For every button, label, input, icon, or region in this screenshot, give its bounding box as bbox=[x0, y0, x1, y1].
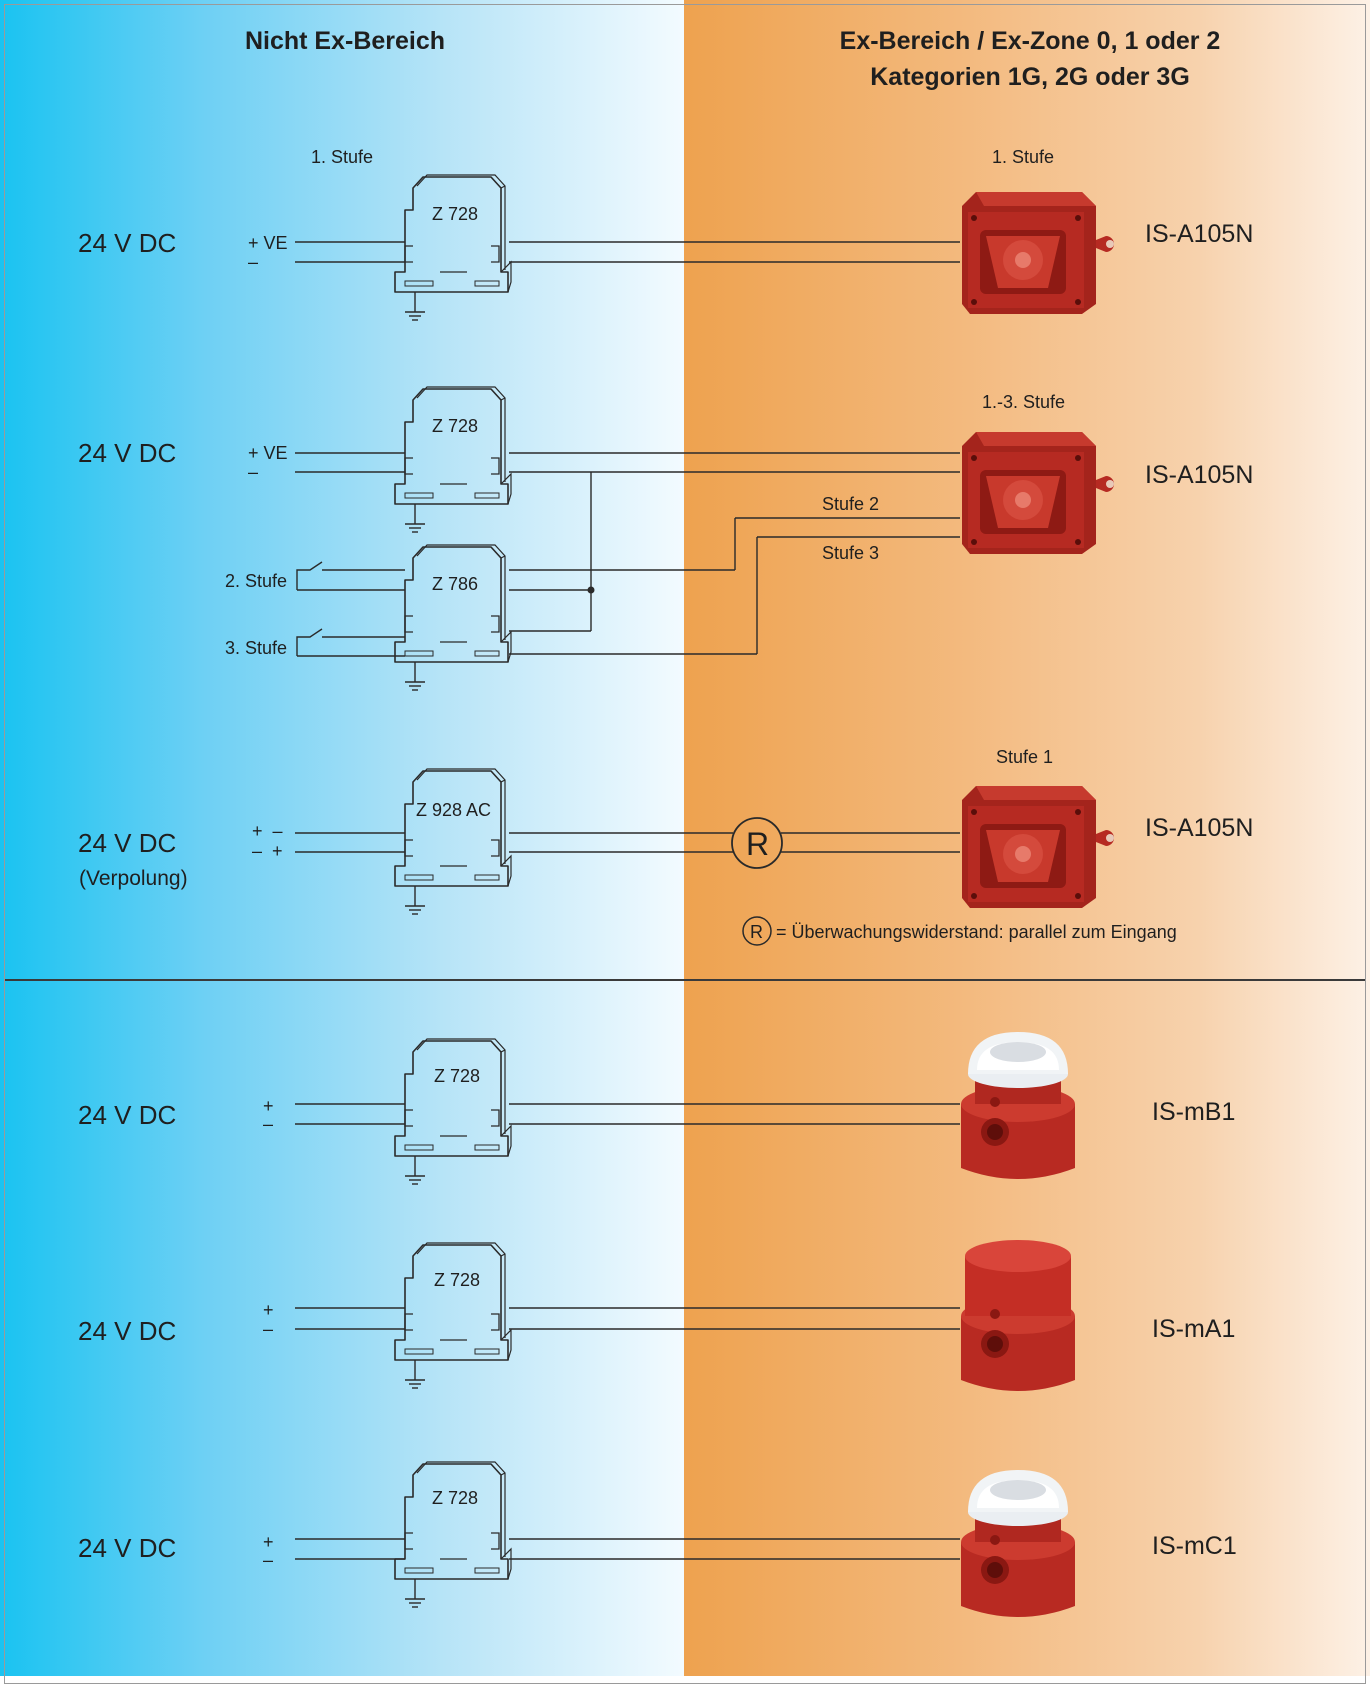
circuit-4 bbox=[295, 1032, 1075, 1185]
polarity-bottom-3: – + bbox=[252, 841, 283, 861]
polarity-bottom-2: – bbox=[248, 462, 259, 482]
stage-right-2: 1.-3. Stufe bbox=[982, 392, 1066, 412]
polarity-top-6: + bbox=[263, 1532, 274, 1552]
polarity-top-1: + VE bbox=[248, 233, 288, 253]
module-label-1: Z 728 bbox=[432, 204, 479, 224]
siren-is-a105n-1 bbox=[962, 192, 1114, 314]
voltage-label-2: 24 V DC bbox=[78, 438, 177, 468]
circuit-3 bbox=[295, 768, 1114, 946]
non-ex-area-background bbox=[0, 0, 684, 1676]
module-label-6: Z 728 bbox=[432, 1488, 479, 1508]
device-label-5: IS-mA1 bbox=[1152, 1315, 1236, 1343]
circuit-6 bbox=[295, 1461, 1075, 1617]
stage-left-1: 1. Stufe bbox=[311, 147, 374, 167]
module-label-2b: Z 786 bbox=[432, 574, 479, 594]
device-label-3: IS-A105N bbox=[1145, 814, 1254, 842]
device-label-1: IS-A105N bbox=[1145, 220, 1254, 248]
resistor-legend-symbol bbox=[742, 916, 772, 946]
header-ex-area-line2: Kategorien 1G, 2G oder 3G bbox=[870, 63, 1190, 91]
module-label-4: Z 728 bbox=[434, 1066, 481, 1086]
polarity-top-5: + bbox=[263, 1300, 274, 1320]
siren-is-a105n-3 bbox=[962, 786, 1114, 908]
header-non-ex-area: Nicht Ex-Bereich bbox=[244, 27, 446, 55]
polarity-top-3: + – bbox=[252, 821, 283, 841]
voltage-note-3: (Verpolung) bbox=[79, 867, 188, 890]
resistor-legend-label: R bbox=[750, 922, 763, 942]
switch-label-stage-3: 3. Stufe bbox=[225, 638, 288, 658]
siren-is-a105n-2 bbox=[962, 432, 1114, 554]
voltage-label-4: 24 V DC bbox=[78, 1100, 177, 1130]
switch-label-stage-2: 2. Stufe bbox=[225, 571, 288, 591]
device-label-6: IS-mC1 bbox=[1152, 1532, 1237, 1560]
module-label-5: Z 728 bbox=[434, 1270, 481, 1290]
polarity-bottom-1: – bbox=[248, 252, 259, 272]
beacon-is-mb1 bbox=[961, 1032, 1075, 1179]
polarity-top-2: + VE bbox=[248, 443, 288, 463]
voltage-label-5: 24 V DC bbox=[78, 1316, 177, 1346]
device-label-2: IS-A105N bbox=[1145, 461, 1254, 489]
circuit-5 bbox=[295, 1240, 1075, 1391]
polarity-bottom-6: – bbox=[263, 1550, 274, 1570]
line-label-stufe-2: Stufe 2 bbox=[822, 494, 880, 514]
voltage-label-6: 24 V DC bbox=[78, 1533, 177, 1563]
voltage-label-1: 24 V DC bbox=[78, 228, 177, 258]
header-ex-area-line1: Ex-Bereich / Ex-Zone 0, 1 oder 2 bbox=[839, 27, 1221, 55]
circuit-2 bbox=[295, 386, 1114, 691]
section-divider bbox=[4, 979, 1366, 981]
resistor-label: R bbox=[746, 826, 770, 862]
line-label-stufe-3: Stufe 3 bbox=[822, 543, 880, 563]
beacon-is-mc1 bbox=[961, 1470, 1075, 1617]
circuit-1 bbox=[295, 174, 1114, 321]
voltage-label-3: 24 V DC bbox=[78, 828, 177, 858]
stage-right-3: Stufe 1 bbox=[996, 747, 1054, 767]
polarity-bottom-5: – bbox=[263, 1319, 274, 1339]
stage-right-1: 1. Stufe bbox=[992, 147, 1055, 167]
resistor-note: = Überwachungswiderstand: parallel zum E… bbox=[776, 922, 1177, 942]
resistor-symbol bbox=[731, 817, 783, 869]
module-label-2: Z 728 bbox=[432, 416, 479, 436]
polarity-top-4: + bbox=[263, 1096, 274, 1116]
device-label-4: IS-mB1 bbox=[1152, 1098, 1236, 1126]
module-label-3: Z 928 AC bbox=[416, 800, 492, 820]
beacon-is-ma1 bbox=[961, 1240, 1075, 1391]
polarity-bottom-4: – bbox=[263, 1114, 274, 1134]
